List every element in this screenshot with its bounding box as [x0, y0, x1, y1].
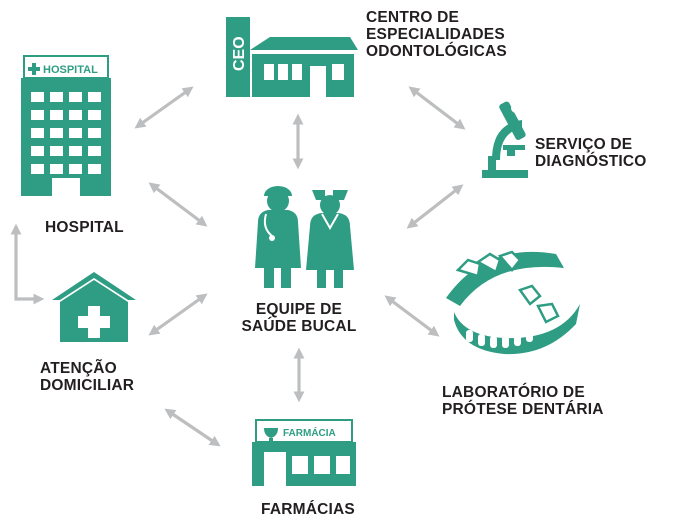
pharmacy-sign-text: FARMÁCIA — [283, 426, 336, 439]
hospital-building-icon: HOSPITAL — [21, 55, 111, 196]
domiciliar-label: ATENÇÃO DOMICILIAR — [40, 360, 135, 394]
arrow-ceo-diagnostico — [408, 86, 466, 130]
dental-prosthesis-icon — [446, 250, 580, 355]
microscope-icon — [482, 101, 528, 178]
arrow-hospital-ceo — [134, 86, 194, 129]
arrow-center-laboratorio — [384, 295, 440, 337]
farmacias-label: FARMÁCIAS — [261, 501, 355, 518]
laboratorio-label: LABORATÓRIO DE PRÓTESE DENTÁRIA — [442, 384, 604, 418]
ceo-label: CENTRO DE ESPECIALIDADES ODONTOLÓGICAS — [366, 9, 507, 60]
arrow-domiciliar-center — [148, 293, 208, 336]
center-label: EQUIPE DE SAÚDE BUCAL — [241, 301, 357, 335]
connection-arrows — [10, 86, 466, 447]
hospital-sign-text: HOSPITAL — [43, 64, 98, 76]
dental-team-icon — [255, 186, 354, 288]
arrow-hospital-domiciliar — [10, 223, 45, 305]
ceo-sign-text: CEO — [231, 36, 248, 71]
arrow-domiciliar-farmacias — [164, 408, 221, 447]
arrow-hospital-center — [148, 182, 208, 227]
pharmacy-building-icon: FARMÁCIA — [252, 419, 356, 486]
hospital-label: HOSPITAL — [45, 219, 124, 236]
arrow-diagnostico-center — [406, 184, 464, 229]
dental-clinic-building-icon: CEO — [226, 17, 358, 97]
diagnostico-label: SERVIÇO DE DIAGNÓSTICO — [535, 136, 647, 170]
home-care-house-icon — [52, 272, 136, 342]
